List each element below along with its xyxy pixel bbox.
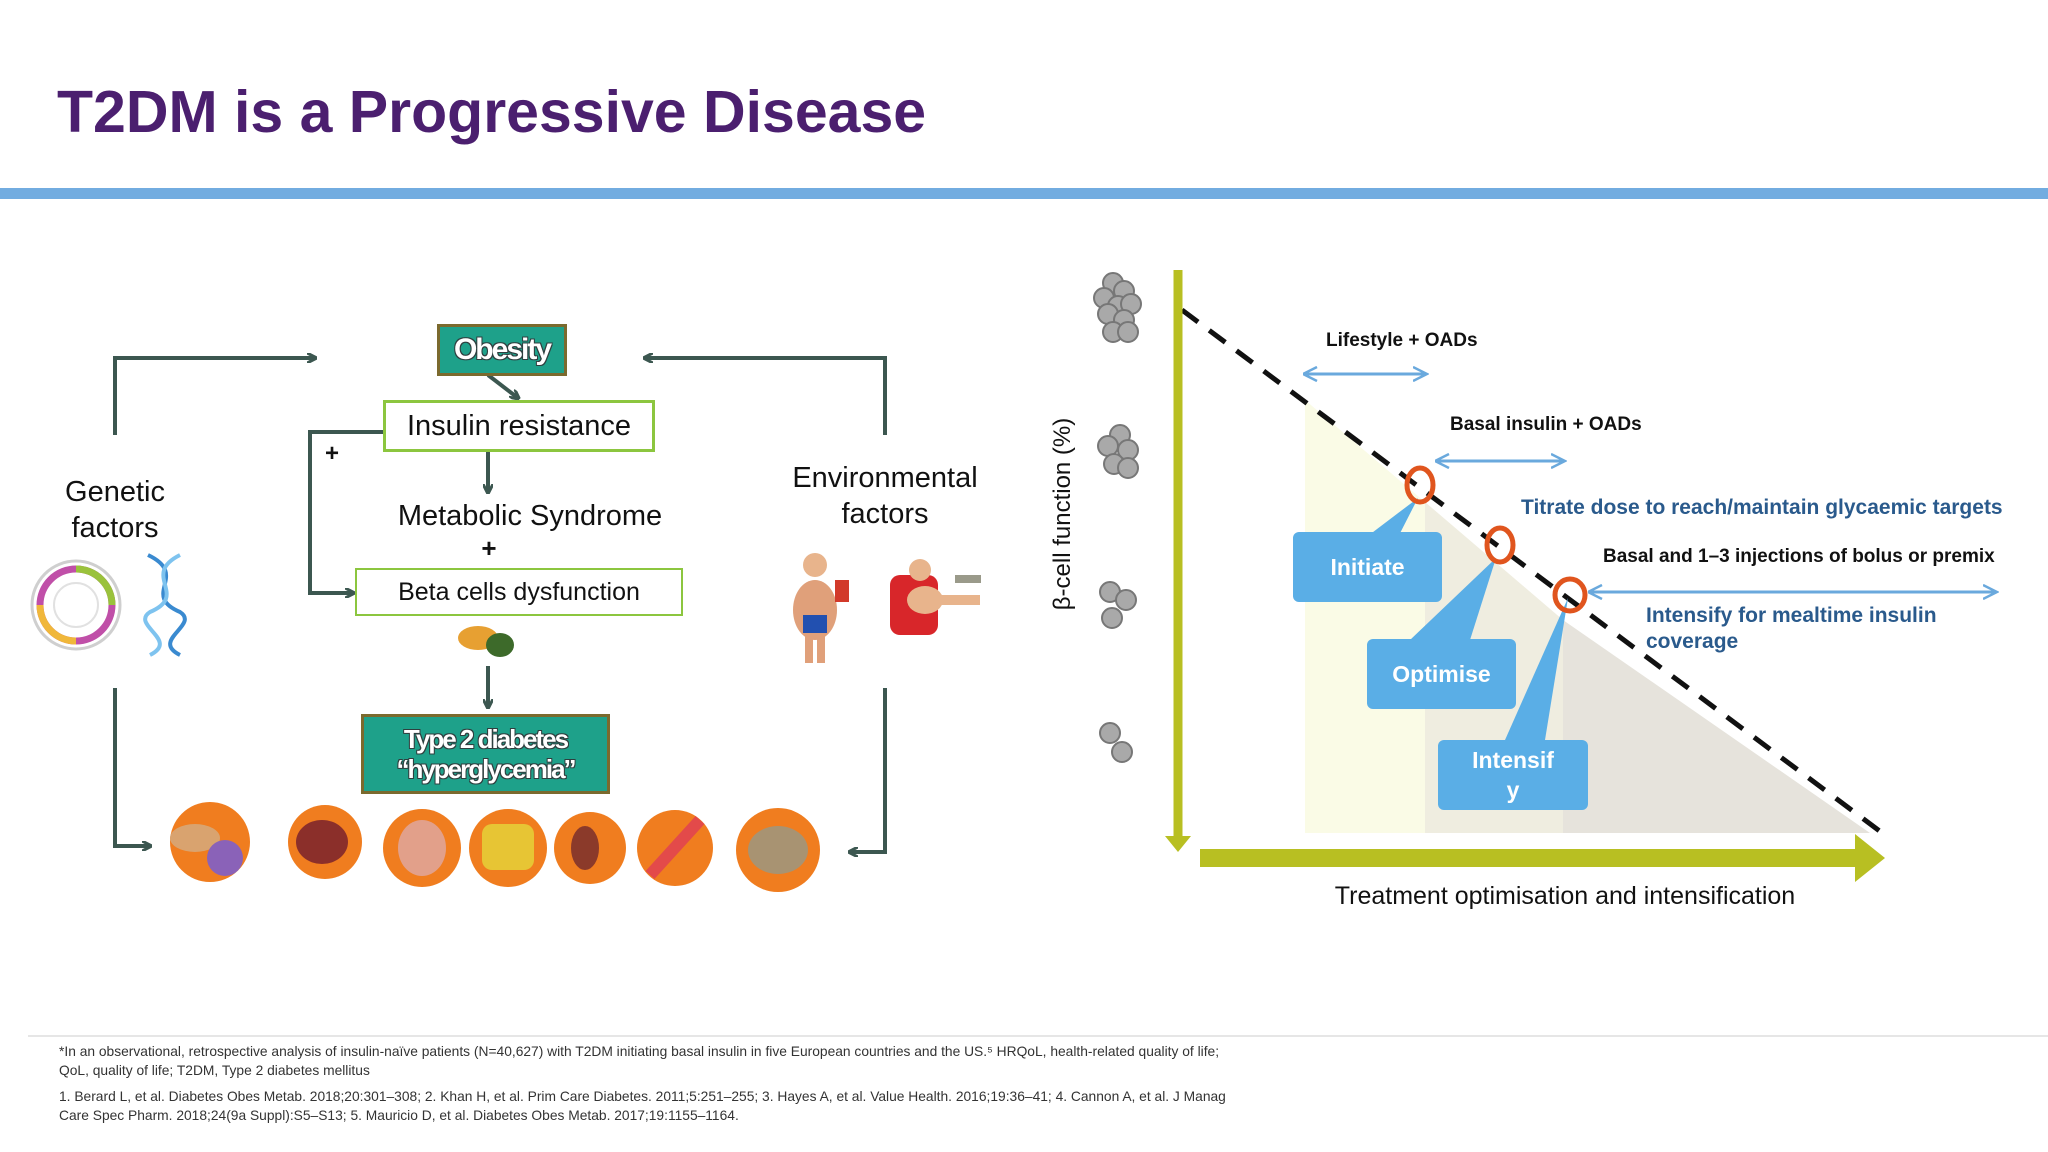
initiate-marker bbox=[1404, 465, 1436, 505]
titrate-dose-label: Titrate dose to reach/maintain glycaemic… bbox=[1521, 496, 2003, 519]
genetic-factors-label: Genetic factors bbox=[65, 476, 165, 544]
obese-person-illustration bbox=[793, 553, 849, 663]
title-accent-bar bbox=[0, 188, 2048, 199]
beta-cell-cluster-small bbox=[1099, 581, 1137, 629]
y-axis-label: β-cell function (%) bbox=[1049, 417, 1076, 611]
obesity-to-ir-arrow bbox=[486, 373, 518, 398]
initiate-callout: Initiate bbox=[1293, 532, 1442, 602]
insulin-resistance-box: Insulin resistance bbox=[383, 400, 655, 452]
plus-label: + bbox=[481, 533, 497, 563]
couch-person-illustration bbox=[890, 559, 981, 635]
optimise-marker bbox=[1484, 525, 1516, 565]
beta-cell-cluster-medium bbox=[1097, 424, 1139, 479]
optimise-callout-tail bbox=[1410, 558, 1496, 640]
type2-diabetes-box: Type 2 diabetes “hyperglycemia” bbox=[361, 714, 610, 794]
intensify-zone bbox=[1563, 620, 1870, 833]
genetic-to-organs-arrow bbox=[113, 688, 150, 846]
type2-diabetes-line2: “hyperglycemia” bbox=[396, 754, 576, 784]
gene-map-illustration bbox=[30, 559, 122, 651]
x-axis-label: Treatment optimisation and intensificati… bbox=[1334, 882, 1796, 910]
metabolic-syndrome-label: Metabolic Syndrome bbox=[397, 500, 663, 532]
pancreas-illustration bbox=[458, 626, 514, 657]
basal-injections-label: Basal and 1–3 injections of bolus or pre… bbox=[1603, 546, 1995, 567]
beta-cell-cluster-large bbox=[1093, 272, 1142, 343]
beta-cell-cluster-smallest bbox=[1099, 722, 1133, 763]
treatment-progression-chart bbox=[1093, 270, 2048, 882]
optimise-callout: Optimise bbox=[1367, 639, 1516, 709]
beta-cells-dysfunction-box: Beta cells dysfunction bbox=[355, 568, 683, 616]
lifestyle-oads-label: Lifestyle + OADs bbox=[1326, 330, 1478, 351]
beta-cell-decline-line bbox=[1180, 307, 1887, 838]
genetic-to-obesity-arrow bbox=[113, 358, 315, 435]
obesity-box: Obesity bbox=[437, 324, 567, 376]
intensify-callout: Intensif y bbox=[1438, 740, 1588, 810]
references: 1. Berard L, et al. Diabetes Obes Metab.… bbox=[59, 1089, 1226, 1123]
lifestyle-zone bbox=[1305, 400, 1425, 833]
type2-diabetes-line1: Type 2 diabetes bbox=[403, 724, 569, 754]
footnote: *In an observational, retrospective anal… bbox=[59, 1044, 1220, 1078]
intensify-marker bbox=[1552, 576, 1588, 614]
basal-oads-label: Basal insulin + OADs bbox=[1450, 414, 1642, 435]
ir-to-beta-loop-arrow bbox=[308, 430, 383, 593]
x-axis-arrowhead bbox=[1855, 834, 1885, 882]
organ-illustrations bbox=[170, 802, 820, 892]
y-axis-arrowhead bbox=[1165, 836, 1191, 852]
flow-connectors bbox=[30, 0, 981, 892]
intensify-callout-tail bbox=[1505, 598, 1568, 740]
feedback-plus: + bbox=[324, 440, 339, 467]
environmental-to-obesity-arrow bbox=[645, 358, 887, 435]
environmental-factors-label: Environmental factors bbox=[792, 462, 978, 530]
intensify-mealtime-label: Intensify for mealtime insulin coverage bbox=[1646, 604, 1937, 653]
footer-divider bbox=[28, 1035, 2048, 1037]
dna-helix-illustration bbox=[143, 553, 187, 657]
slide-title: T2DM is a Progressive Disease bbox=[57, 79, 927, 145]
environmental-to-organs-arrow bbox=[850, 688, 887, 852]
